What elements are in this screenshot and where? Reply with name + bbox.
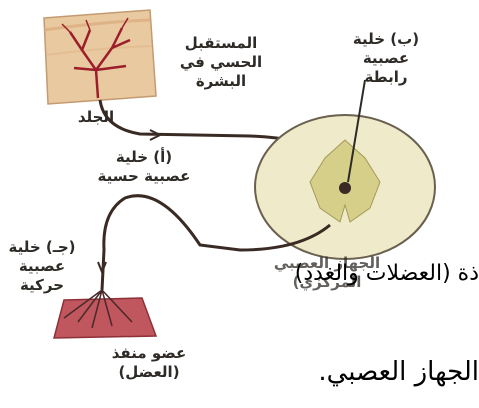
motor-neuron-label: (جـ) خلية عصبية حركية xyxy=(0,238,84,295)
skin-block xyxy=(44,10,156,104)
effector-label: عضو منفذ (العضل) xyxy=(84,344,214,382)
skin-label: الجلد xyxy=(66,108,126,127)
receptor-label-line1: المستقبل xyxy=(166,34,276,53)
receptor-label-line2: الحسي في xyxy=(166,53,276,72)
motor-neuron-label-line1: (جـ) خلية xyxy=(0,238,84,257)
motor-neuron-label-line3: حركية xyxy=(0,276,84,295)
motor-neuron-label-line2: عصبية xyxy=(0,257,84,276)
skin-label-text: الجلد xyxy=(78,108,114,126)
body-text-line1: ذة (العضلات والغدد) xyxy=(295,260,479,288)
muscle-block xyxy=(54,298,156,338)
sensory-neuron-label: (أ) خلية عصبية حسية xyxy=(84,148,204,186)
effector-muscle xyxy=(54,290,156,338)
body-text-line2: الجهاز العصبي. xyxy=(318,356,479,388)
interneuron-label-line2: عصبية xyxy=(326,49,446,68)
interneuron-body xyxy=(339,182,351,194)
effector-label-line1: عضو منفذ xyxy=(84,344,214,363)
interneuron-label-line3: رابطة xyxy=(326,68,446,87)
interneuron-label: (ب) خلية عصبية رابطة xyxy=(326,30,446,87)
receptor-label: المستقبل الحسي في البشرة xyxy=(166,34,276,91)
spinal-cord xyxy=(255,80,435,259)
sensory-neuron-label-line1: (أ) خلية xyxy=(84,148,204,167)
interneuron-label-line1: (ب) خلية xyxy=(326,30,446,49)
sensory-neuron-label-line2: عصبية حسية xyxy=(84,167,204,186)
effector-label-line2: (العضل) xyxy=(84,363,214,382)
receptor-label-line3: البشرة xyxy=(166,72,276,91)
